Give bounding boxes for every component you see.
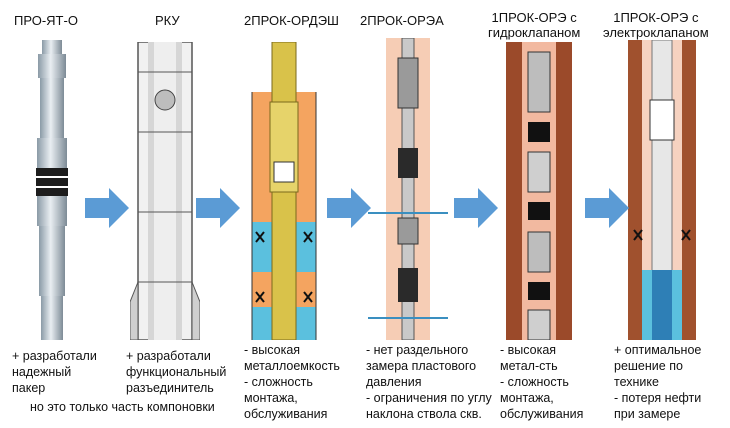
caption-pro-yat-o: + разработали надежный пакер bbox=[12, 348, 97, 396]
arrow-right-4 bbox=[454, 188, 498, 228]
1prok-ore-hydro-image bbox=[506, 42, 572, 340]
caption-line: - сложность bbox=[244, 375, 313, 389]
caption-line: замера пластового bbox=[366, 359, 477, 373]
caption-line: при замере bbox=[614, 407, 681, 421]
caption-line: монтажа, bbox=[244, 391, 298, 405]
caption-line: монтажа, bbox=[500, 391, 554, 405]
caption-line: + разработали bbox=[12, 349, 97, 363]
title-pro-yat-o: ПРО-ЯТ-О bbox=[14, 13, 78, 28]
caption-line: обслуживания bbox=[500, 407, 584, 421]
caption-line: наклона ствола скв. bbox=[366, 407, 482, 421]
caption-line: разъединитель bbox=[126, 381, 214, 395]
title-line: гидроклапаном bbox=[488, 25, 581, 40]
title-line: электроклапаном bbox=[603, 25, 709, 40]
rku-disconnector-image bbox=[130, 42, 200, 340]
title-2prok-orddesh: 2ПРОК-ОРДЭШ bbox=[244, 13, 339, 28]
caption-line: - ограничения по углу bbox=[366, 391, 492, 405]
packer-pro-yat-o-image bbox=[36, 40, 68, 340]
caption-2prok-orea: - нет раздельного замера пластового давл… bbox=[366, 342, 492, 422]
caption-line: + оптимальное bbox=[614, 343, 702, 357]
title-1prok-ore-hydro: 1ПРОК-ОРЭ с гидроклапаном bbox=[488, 10, 580, 40]
caption-line: - высокая bbox=[500, 343, 557, 357]
1prok-ore-electro-image bbox=[628, 40, 696, 340]
caption-rku: + разработали функциональный разъедините… bbox=[126, 348, 226, 396]
arrow-right-3 bbox=[327, 188, 371, 228]
caption-1prok-ore-hydro: - высокая метал-сть - сложность монтажа,… bbox=[500, 342, 583, 422]
title-1prok-ore-electro: 1ПРОК-ОРЭ с электроклапаном bbox=[603, 10, 709, 40]
title-line: 1ПРОК-ОРЭ с bbox=[491, 10, 577, 25]
caption-line: решение по bbox=[614, 359, 683, 373]
caption-line: надежный bbox=[12, 365, 72, 379]
caption-line: давления bbox=[366, 375, 422, 389]
arrow-right-5 bbox=[585, 188, 629, 228]
caption-line: - потеря нефти bbox=[614, 391, 702, 405]
title-rku: РКУ bbox=[155, 13, 180, 28]
caption-line: функциональный bbox=[126, 365, 227, 379]
caption-line: - сложность bbox=[500, 375, 569, 389]
title-line: 1ПРОК-ОРЭ с bbox=[613, 10, 699, 25]
arrow-right-1 bbox=[85, 188, 129, 228]
caption-line: - высокая bbox=[244, 343, 301, 357]
2prok-orea-image bbox=[368, 38, 448, 340]
caption-line: металлоемкость bbox=[244, 359, 340, 373]
caption-1prok-ore-electro: + оптимальное решение по технике - потер… bbox=[614, 342, 701, 422]
caption-line: пакер bbox=[12, 381, 46, 395]
caption-line: метал-сть bbox=[500, 359, 558, 373]
arrow-right-2 bbox=[196, 188, 240, 228]
2prok-orddesh-image bbox=[251, 42, 317, 340]
caption-line: обслуживания bbox=[244, 407, 328, 421]
caption-line: технике bbox=[614, 375, 659, 389]
caption-line: - нет раздельного bbox=[366, 343, 469, 357]
caption-line: + разработали bbox=[126, 349, 211, 363]
title-2prok-orea: 2ПРОК-ОРЭА bbox=[360, 13, 444, 28]
footnote: но это только часть компоновки bbox=[30, 400, 215, 414]
caption-2prok-orddesh: - высокая металлоемкость - сложность мон… bbox=[244, 342, 340, 422]
